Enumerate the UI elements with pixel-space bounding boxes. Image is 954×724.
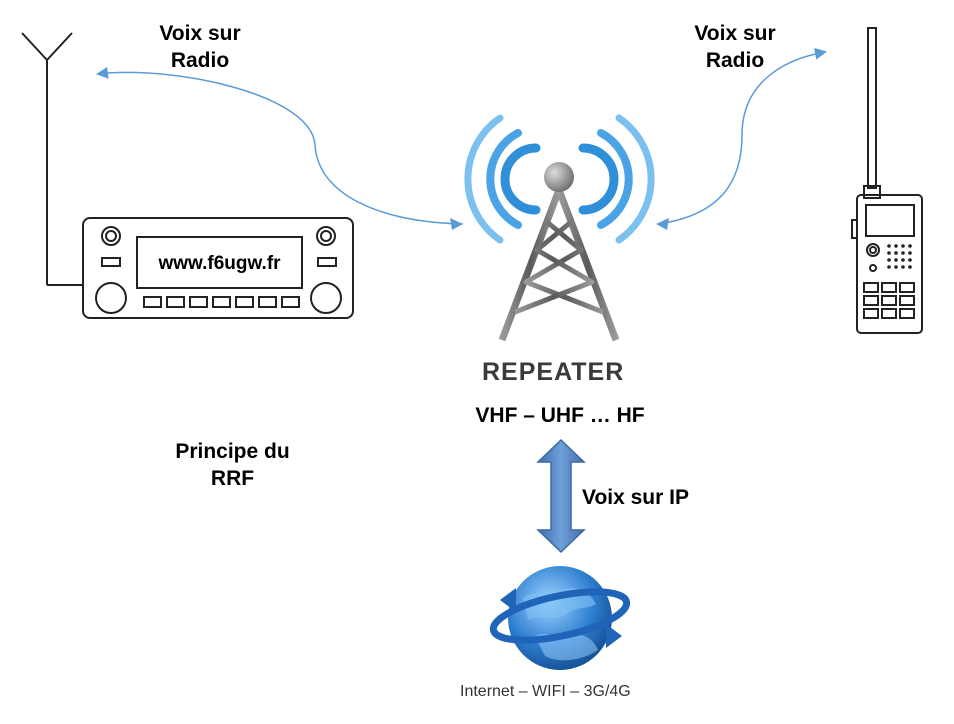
radio-link-right <box>657 47 827 225</box>
ip-link-arrow <box>536 438 586 554</box>
voice-radio-right-line1: Voix sur <box>694 22 776 45</box>
voice-radio-left-label: Voix sur Radio <box>140 20 260 74</box>
transceiver-display-text: www.f6ugw.fr <box>158 253 281 274</box>
voice-radio-left-line1: Voix sur <box>159 22 241 45</box>
bands-label: VHF – UHF … HF <box>475 404 645 427</box>
repeater-tower-icon <box>464 114 655 342</box>
antenna-icon <box>21 32 83 286</box>
mobile-transceiver-icon <box>82 217 354 319</box>
radio-link-left <box>96 66 464 225</box>
principle-label: Principe du RRF <box>155 438 310 492</box>
network-caption: Internet – WIFI – 3G/4G <box>460 683 631 700</box>
voice-radio-left-line2: Radio <box>170 49 230 72</box>
voice-ip-label: Voix sur IP <box>582 486 689 509</box>
voice-radio-right-line2: Radio <box>705 49 765 72</box>
principle-line2: RRF <box>210 467 255 490</box>
link-left-arrowhead <box>450 218 463 230</box>
voice-radio-right-label: Voix sur Radio <box>675 20 795 74</box>
principle-line1: Principe du <box>175 440 290 463</box>
repeater-label: REPEATER <box>482 358 625 386</box>
transceiver-screen <box>136 236 303 289</box>
globe-icon <box>489 566 631 670</box>
link-right-arrowhead <box>656 218 669 230</box>
handheld-radio-icon <box>851 27 923 334</box>
